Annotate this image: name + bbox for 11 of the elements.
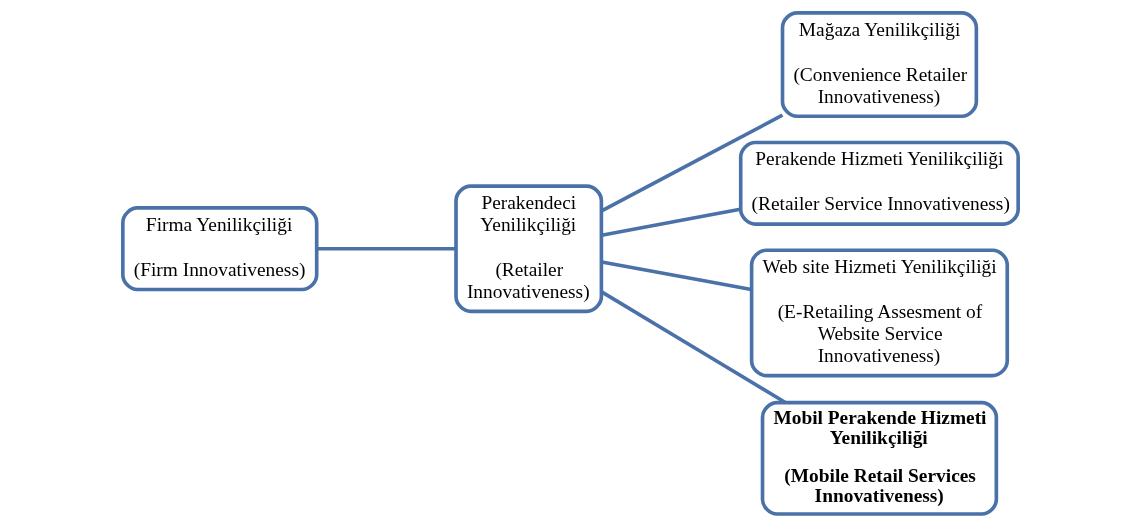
node-box: Mağaza Yenilikçiliği (Convenience Retailer Innovativeness) bbox=[780, 11, 979, 119]
connector bbox=[601, 260, 752, 292]
node-box: Mobil Perakende Hizmeti Yenilikçiliği (Mobile Retail Services Innovativeness) bbox=[760, 400, 999, 516]
connector bbox=[601, 207, 741, 238]
connector bbox=[316, 246, 456, 251]
connector bbox=[600, 290, 787, 404]
connector bbox=[600, 113, 784, 213]
node-box: Perakendeci Yenilikçiliği (Retailer Innovativeness) bbox=[454, 184, 604, 314]
node-box: Web site Hizmeti Yenilikçiliği (E-Retailing Assesment of Website Service Innovativeness) bbox=[749, 248, 1010, 378]
node-box: Firma Yenilikçiliği (Firm Innovativeness) bbox=[121, 206, 319, 292]
node-box: Perakende Hizmeti Yenilikçiliği (Retailer Service Innovativeness) bbox=[738, 140, 1020, 226]
